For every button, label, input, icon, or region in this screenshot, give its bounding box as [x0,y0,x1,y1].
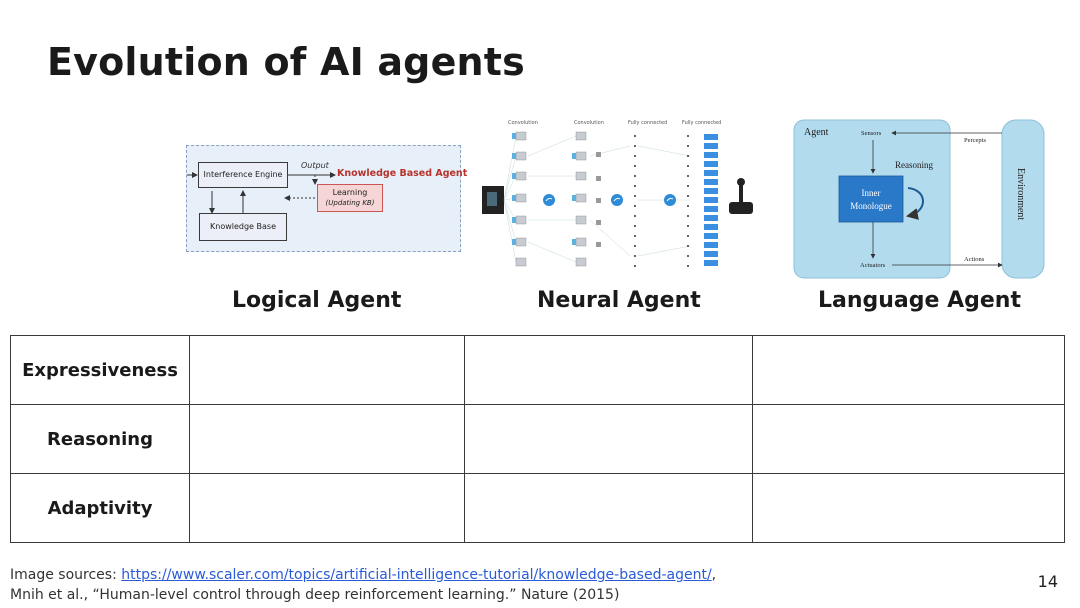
table-cell [464,473,753,543]
column-label-logical-agent: Logical Agent [232,288,402,313]
neural-network-figure: Convolution Convolution Fully connected … [482,120,753,267]
table-cell [189,473,465,543]
inner-monologue-line-2: Monologue [850,201,892,211]
scaler-source-link[interactable]: https://www.scaler.com/topics/artificial… [121,567,712,583]
sources-link-suffix: , [711,567,717,583]
learning-box: Learning (Updating KB) [317,184,383,212]
agent-label: Agent [804,127,829,138]
image-sources: Image sources: https://www.scaler.com/to… [10,565,716,605]
learning-sublabel: (Updating KB) [325,199,375,207]
logical-agent-arrows [187,172,336,214]
slide-title: Evolution of AI agents [47,40,525,84]
table-row: Expressiveness [10,335,1065,405]
sensors-label: Sensors [861,130,882,137]
comparison-table: Expressiveness Reasoning Adaptivity [10,335,1065,543]
table-row: Adaptivity [10,473,1065,543]
table-cell [189,404,465,474]
neural-agent-diagram: Convolution Convolution Fully connected … [480,116,755,276]
nn-layer-label-3: Fully connected [628,120,667,126]
table-cell [752,404,1065,474]
sources-line-1: Image sources: https://www.scaler.com/to… [10,565,716,585]
logical-agent-diagram: Interference Engine Output Knowledge Bas… [186,145,467,252]
environment-label: Environment [1015,168,1026,220]
table-cell [189,335,465,405]
language-agent-figure: Agent Sensors Percepts Reasoning Inner M… [793,119,1045,279]
percepts-label: Percepts [964,137,986,144]
reasoning-label: Reasoning [895,160,933,170]
table-cell [752,473,1065,543]
row-label-expressiveness: Expressiveness [10,335,190,405]
column-label-language-agent: Language Agent [818,288,1021,313]
actuators-label: Actuators [860,262,886,269]
column-label-neural-agent: Neural Agent [537,288,701,313]
knowledge-based-agent-label: Knowledge Based Agent [337,168,468,179]
table-cell [464,404,753,474]
output-label: Output [301,161,329,170]
nn-layer-label-1: Convolution [508,120,538,126]
page-number: 14 [1037,572,1058,591]
table-row: Reasoning [10,404,1065,474]
actions-label: Actions [964,256,985,263]
table-cell [464,335,753,405]
learning-label: Learning [332,188,368,197]
inner-monologue-line-1: Inner [862,188,881,198]
nn-layer-label-2: Convolution [574,120,604,126]
language-agent-diagram: Agent Sensors Percepts Reasoning Inner M… [790,118,1050,283]
row-label-adaptivity: Adaptivity [10,473,190,543]
nn-layer-label-4: Fully connected [682,120,721,126]
row-label-reasoning: Reasoning [10,404,190,474]
inference-engine-box: Interference Engine [198,162,288,188]
sources-citation: Mnih et al., “Human-level control throug… [10,587,620,603]
knowledge-base-box: Knowledge Base [199,213,287,241]
table-cell [752,335,1065,405]
sources-prefix: Image sources: [10,567,122,583]
